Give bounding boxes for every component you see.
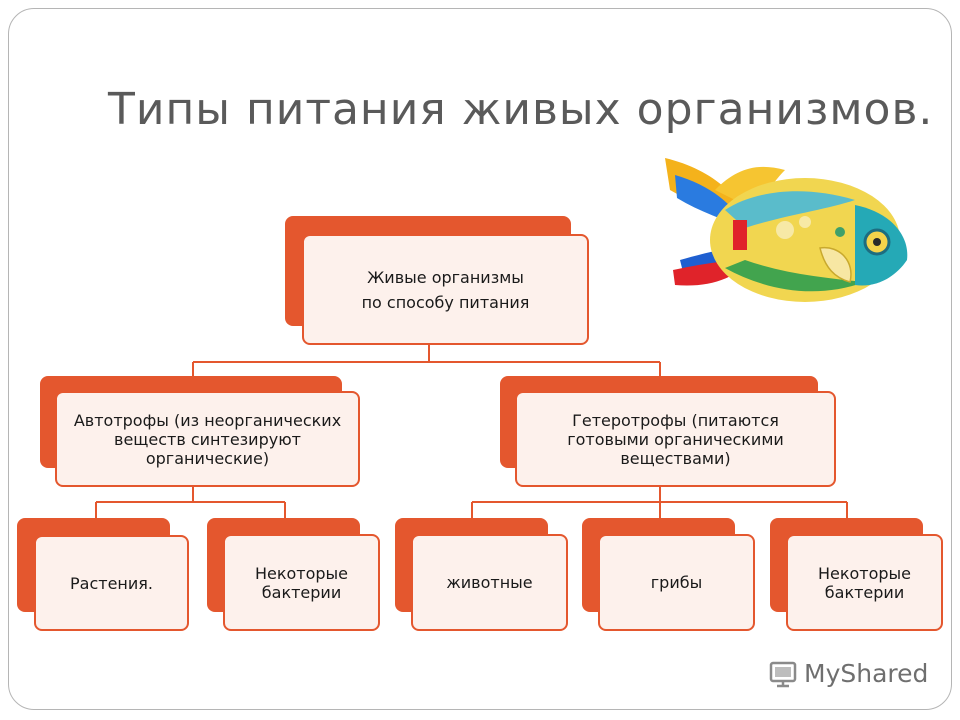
root-line1: Живые организмы	[367, 267, 524, 287]
root-node: Живые организмы по способу питания	[285, 216, 590, 346]
slide-title: Типы питания живых организмов.	[108, 84, 934, 135]
leaf-node-fungi: грибы	[582, 518, 756, 632]
leaf-node-bacteria-hetero: Некоторые бактерии	[770, 518, 944, 632]
autotrophs-node: Автотрофы (из неорганических веществ син…	[40, 376, 361, 488]
leaf-label: Растения.	[70, 573, 153, 593]
heterotrophs-node: Гетеротрофы (питаются готовыми органичес…	[500, 376, 837, 488]
heterotrophs-label: Гетеротрофы (питаются готовыми органичес…	[567, 410, 784, 468]
leaf-node-plants: Растения.	[17, 518, 190, 632]
leaf-label: животные	[446, 573, 533, 592]
myshared-logo-icon	[769, 661, 797, 688]
myshared-logo: MyShared	[768, 658, 928, 688]
leaf-label: грибы	[650, 573, 703, 592]
leaf-label: Некоторые бактерии	[817, 563, 912, 602]
fish-illustration	[665, 158, 908, 302]
root-line2: по способу питания	[361, 292, 530, 312]
autotrophs-label: Автотрофы (из неорганических веществ син…	[73, 410, 342, 468]
leaf-node-bacteria-auto: Некоторые бактерии	[207, 518, 381, 632]
leaf-label: Некоторые бактерии	[254, 563, 349, 602]
leaf-node-animals: животные	[395, 518, 569, 632]
myshared-logo-text: MyShared	[804, 658, 929, 688]
